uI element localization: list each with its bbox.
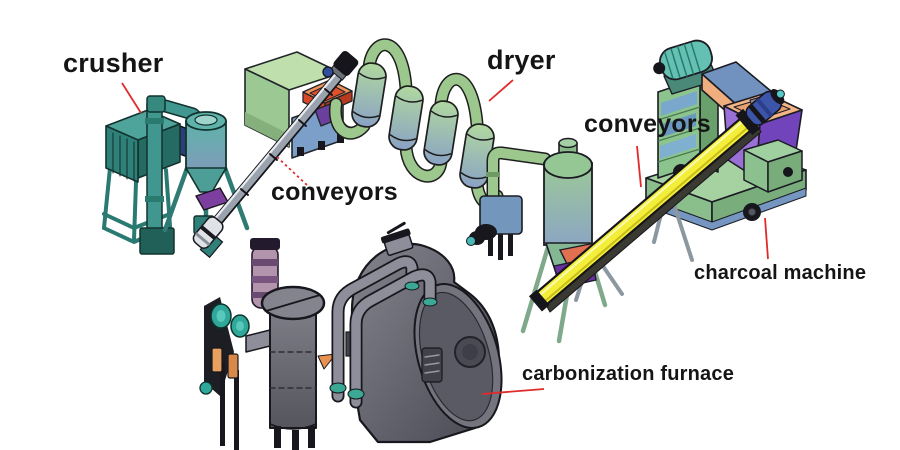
dryer-leader-line <box>488 79 514 102</box>
crusher-mill <box>105 109 181 183</box>
carbonization-furnace-label: carbonization furnace <box>522 363 735 385</box>
dryer-cyclone <box>520 137 609 344</box>
furnace-vent-cap <box>380 221 414 256</box>
conveyors-right-label: conveyors <box>584 110 711 138</box>
furnace-top-pipes <box>329 255 438 409</box>
crusher-leader-line <box>121 82 142 114</box>
charcoal-machine-tower <box>657 77 719 179</box>
dryer-blower <box>466 195 523 260</box>
carbonization-furnace-leader-line <box>481 388 545 395</box>
dryer-illustration <box>328 38 609 344</box>
crusher-label: crusher <box>63 48 164 78</box>
belt-bottom-cap <box>528 289 550 312</box>
furnace-hatch <box>421 347 443 383</box>
screw-conveyor <box>192 50 359 259</box>
furnace-tank <box>245 285 326 450</box>
belt-conveyor <box>528 89 785 313</box>
conveyors-left-leader-line <box>276 156 309 187</box>
crusher-illustration <box>102 95 250 255</box>
screw-conveyor-motor <box>192 216 224 259</box>
dryer-cylinders <box>351 62 495 189</box>
conveyors-left-label: conveyors <box>271 178 398 206</box>
leader-lines <box>121 79 769 395</box>
screw-conveyor-cap <box>329 50 359 81</box>
belt-conveyor-motor <box>735 89 785 136</box>
conveyors-right-leader-line <box>636 145 642 188</box>
charcoal-machine-motor <box>653 39 719 95</box>
charcoal-machine-output-box <box>743 139 803 193</box>
charcoal-machine-label: charcoal machine <box>694 262 867 284</box>
carbonization-furnace-illustration <box>199 221 503 450</box>
dryer-label: dryer <box>487 45 556 75</box>
charcoal-machine-leader-line <box>764 217 769 260</box>
furnace-valve-assembly <box>199 297 250 450</box>
